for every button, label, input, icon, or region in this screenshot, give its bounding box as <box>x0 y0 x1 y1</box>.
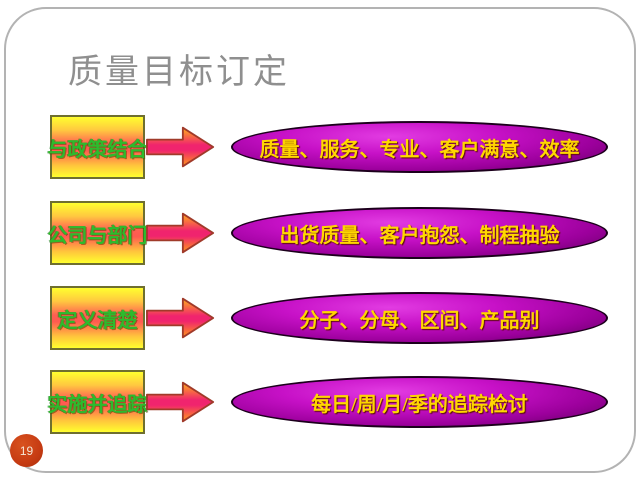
result-oval-label: 分子、分母、区间、产品别 <box>299 309 540 332</box>
goal-box-label: 实施并追踪 <box>47 393 148 416</box>
right-arrow-icon <box>146 126 215 168</box>
right-arrow-icon <box>146 381 215 423</box>
page-number: 19 <box>19 443 34 458</box>
page-title: 质量目标订定 <box>68 53 290 91</box>
goal-box: 与政策结合 <box>47 115 148 179</box>
goal-box-label: 与政策结合 <box>47 138 148 161</box>
result-oval: 质量、服务、专业、客户满意、效率 <box>231 121 608 173</box>
result-oval-label: 每日/周/月/季的追踪检讨 <box>311 393 528 416</box>
goal-box: 公司与部门 <box>47 201 148 265</box>
result-oval: 分子、分母、区间、产品别 <box>231 292 608 344</box>
goal-box: 定义清楚 <box>50 286 145 350</box>
goal-box-label: 公司与部门 <box>47 224 148 247</box>
page-number-badge: 19 <box>10 434 43 467</box>
slide-border <box>4 7 636 473</box>
result-oval-label: 出货质量、客户抱怨、制程抽验 <box>279 224 560 247</box>
result-oval: 出货质量、客户抱怨、制程抽验 <box>231 207 608 259</box>
right-arrow-icon <box>146 212 215 254</box>
goal-box-label: 定义清楚 <box>57 309 138 332</box>
result-oval: 每日/周/月/季的追踪检讨 <box>231 376 608 428</box>
goal-box: 实施并追踪 <box>47 370 148 434</box>
right-arrow-icon <box>146 297 215 339</box>
result-oval-label: 质量、服务、专业、客户满意、效率 <box>259 138 580 161</box>
